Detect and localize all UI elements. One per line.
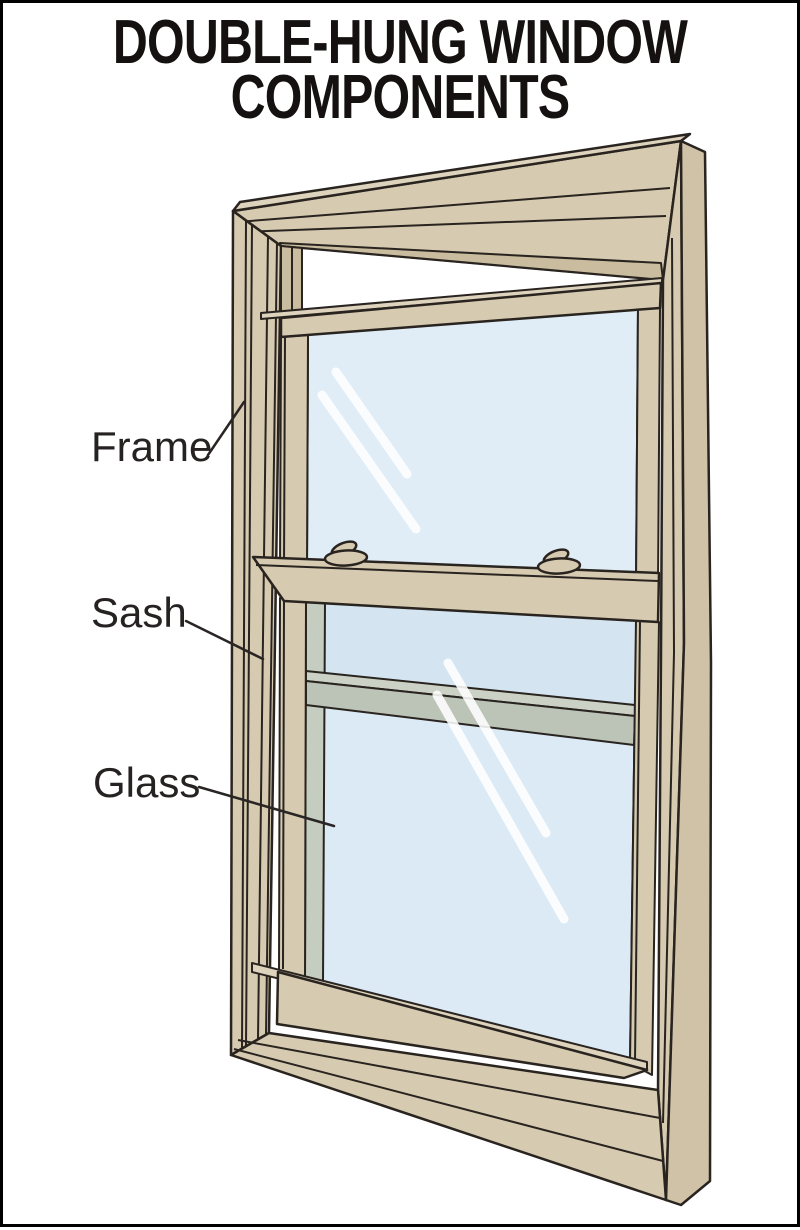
frame-jamb-molding-line	[245, 224, 253, 1047]
lower-sash-stile-line	[282, 598, 285, 970]
frame-jamb-molding-line	[241, 220, 247, 1050]
frame-sill	[229, 1031, 668, 1202]
label-sash: Sash	[91, 589, 187, 636]
frame-jamb-molding-line	[257, 235, 269, 1040]
glass-highlight	[331, 367, 412, 479]
glass-highlight	[443, 658, 551, 838]
frame-jamb-molding-line	[265, 242, 278, 1036]
upper-sash-stile-through-glass	[304, 599, 326, 984]
frame-right-side-face	[664, 139, 713, 1207]
label-frame: Frame	[91, 423, 213, 470]
frame-top-face	[231, 132, 692, 213]
leader-line-sash	[184, 619, 265, 661]
upper-sash-top-rail	[279, 281, 663, 339]
frame-sill-molding-line	[237, 1039, 661, 1119]
sash-lock-right	[536, 548, 582, 575]
frame-head-molding-line	[236, 187, 671, 223]
leader-line-frame	[206, 400, 246, 457]
glass-highlight	[432, 690, 569, 924]
label-glass: Glass	[93, 759, 201, 806]
title-line-2: COMPONENTS	[230, 63, 571, 132]
lower-sash-bottom-rail	[275, 970, 649, 1080]
window-diagram	[184, 132, 713, 1207]
title-line-1: DOUBLE-HUNG WINDOW	[112, 8, 688, 77]
upper-sash-stile-line	[283, 335, 286, 569]
page-title: DOUBLE-HUNG WINDOW COMPONENTS	[90, 8, 709, 132]
frame-jamb-molding-line	[662, 237, 675, 1124]
frame-head-molding-line	[240, 215, 667, 233]
sash-lock-base	[323, 549, 369, 567]
lower-sash-top-rail-lip-line	[255, 564, 659, 582]
glass-highlight	[317, 390, 421, 534]
lower-sash-stile-line	[634, 620, 641, 1062]
frame-sill-molding-line	[233, 1048, 664, 1162]
sash-lock-base	[536, 557, 582, 575]
sash-lock-left	[323, 540, 369, 567]
leader-line-glass	[197, 785, 336, 828]
upper-sash-right-stile	[635, 304, 661, 586]
